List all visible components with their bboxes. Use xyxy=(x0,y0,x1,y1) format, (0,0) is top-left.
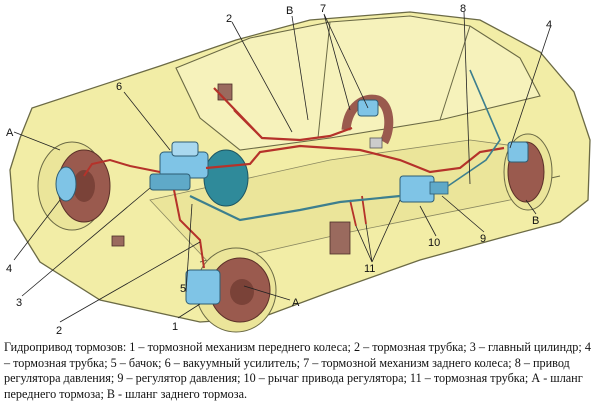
label-10: 10 xyxy=(428,237,440,249)
rear-right-wheel xyxy=(503,133,553,211)
label-b-top: В xyxy=(286,5,293,17)
label-5: 5 xyxy=(180,283,186,295)
label-3: 3 xyxy=(16,297,22,309)
fluid-line xyxy=(189,194,401,222)
label-11: 11 xyxy=(364,263,375,275)
label-a-front-right: А xyxy=(292,297,300,309)
label-6: 6 xyxy=(116,81,122,93)
car-roof-window xyxy=(175,15,541,151)
front-left-wheel xyxy=(37,141,111,231)
label-7: 7 xyxy=(320,3,326,15)
brake-line-main xyxy=(205,144,505,174)
brake-line-front-left xyxy=(83,158,161,177)
brake-line-2 xyxy=(213,87,353,142)
brake-system-diagram: А 4 3 2 1 А 6 5 2 В 7 8 4 В 9 10 11 xyxy=(6,3,591,337)
label-2-front: 2 xyxy=(56,325,62,337)
leader-lines xyxy=(13,11,551,323)
label-4-rear: 4 xyxy=(546,19,552,31)
label-9: 9 xyxy=(480,233,486,245)
label-1: 1 xyxy=(172,321,178,333)
pressure-regulator xyxy=(399,175,449,203)
fitting-front xyxy=(111,235,125,247)
fitting-top xyxy=(217,83,233,101)
label-4-front: 4 xyxy=(6,263,12,275)
label-8: 8 xyxy=(460,3,466,15)
master-cylinder-assembly xyxy=(149,141,249,207)
label-a-front-left: А xyxy=(6,127,14,139)
regulator-linkage-8 xyxy=(447,69,501,187)
figure-caption: Гидропривод тормозов: 1 – тормозной меха… xyxy=(4,340,591,401)
label-b-rear: В xyxy=(532,215,539,227)
label-2-top: 2 xyxy=(226,13,232,25)
front-right-wheel xyxy=(185,247,277,333)
fitting-underbody xyxy=(329,221,351,255)
